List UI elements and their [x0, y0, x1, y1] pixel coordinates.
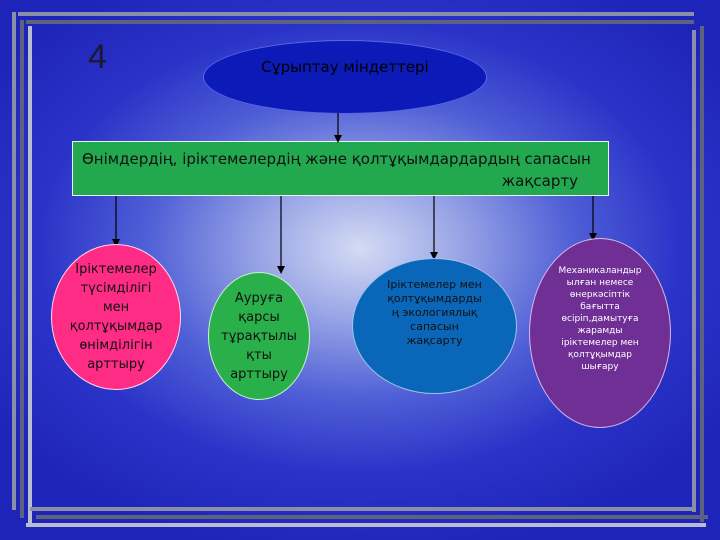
frame-bar-right [692, 30, 696, 512]
goal-text-line2: жақсарту [501, 172, 578, 190]
frame-bar-left-inner2 [28, 26, 32, 526]
task-text-2: Ауруға қарсы тұрақтылы қты арттыру [221, 290, 297, 382]
task-circle-2: Ауруға қарсы тұрақтылы қты арттыру [208, 272, 310, 400]
frame-bar-bottom-inner2 [26, 523, 706, 527]
goal-box: Өнімдердің, іріктемелердің және қолтұқым… [72, 141, 609, 196]
goal-text-line1: Өнімдердің, іріктемелердің және қолтұқым… [82, 150, 591, 168]
frame-bar-top [18, 12, 694, 16]
frame-bar-left [12, 12, 16, 510]
frame-bar-bottom [30, 507, 694, 511]
frame-bar-right-inner [700, 26, 704, 522]
slide-title: Сұрыптау міндеттері [261, 58, 429, 76]
task-text-3: Іріктемелер мен қолтұқымдарды ң экология… [387, 278, 482, 347]
frame-bar-top-inner [26, 20, 694, 24]
task-circle-4: Механикаландыр ылған немесе өнеркәсіптік… [529, 238, 671, 428]
task-circle-1: Іріктемелер түсімділігі мен қолтұқымдар … [51, 244, 181, 390]
slide-number: 4 [88, 38, 107, 76]
title-ellipse: Сұрыптау міндеттері [203, 40, 487, 114]
frame-bar-left-inner [20, 20, 24, 518]
task-text-4: Механикаландыр ылған немесе өнеркәсіптік… [558, 266, 642, 372]
task-circle-3: Іріктемелер мен қолтұқымдарды ң экология… [352, 258, 517, 394]
frame-bar-bottom-inner [36, 515, 708, 519]
task-text-1: Іріктемелер түсімділігі мен қолтұқымдар … [69, 262, 163, 372]
